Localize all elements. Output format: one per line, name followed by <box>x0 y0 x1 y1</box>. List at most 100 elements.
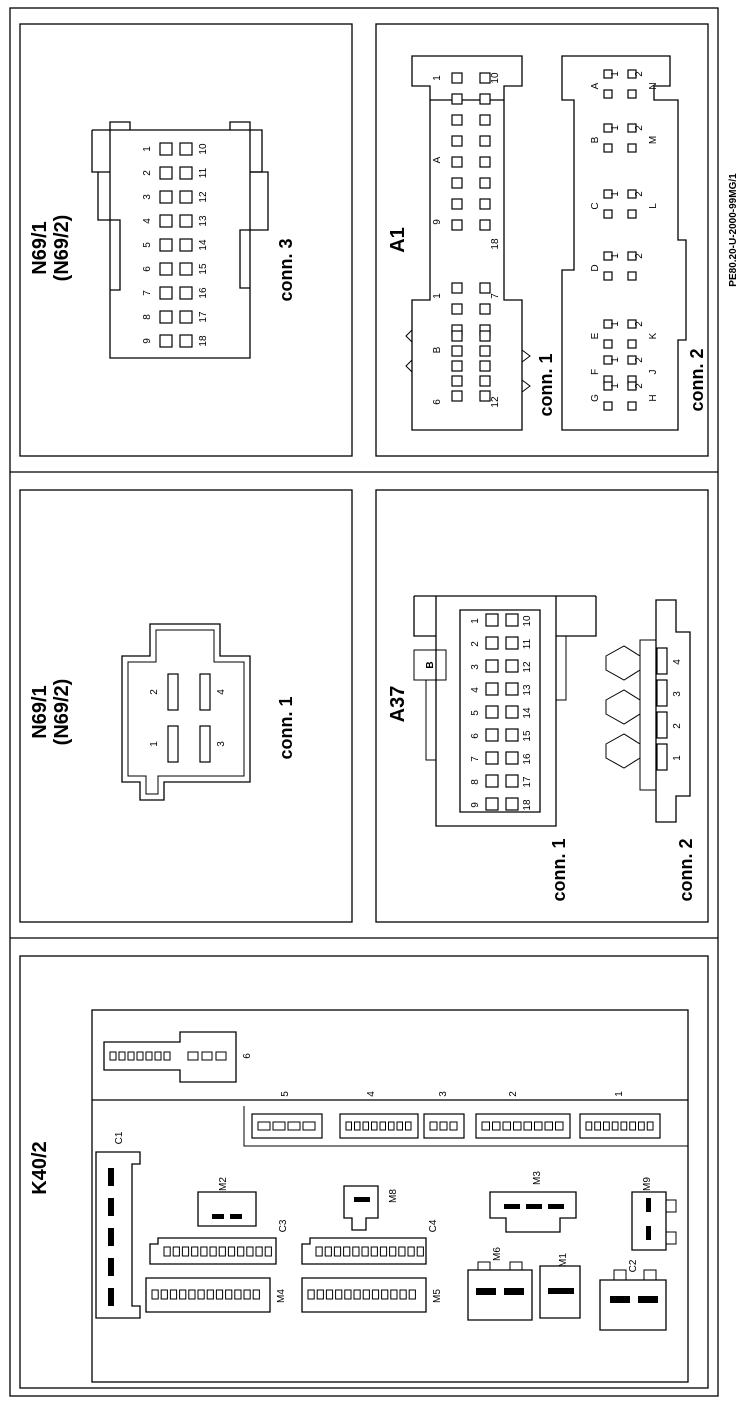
socket-pin <box>145 1051 153 1061</box>
pin-socket <box>603 189 613 199</box>
socket-pin <box>136 1051 144 1061</box>
pin-label: 3 <box>142 194 153 200</box>
socket-pin <box>206 1289 214 1300</box>
a37-marker: B <box>425 661 436 668</box>
pin-label: 4 <box>142 218 153 224</box>
pin-socket <box>603 319 613 329</box>
k40-title: K40/2 <box>29 1141 51 1194</box>
a37-conn1-label: conn. 1 <box>549 838 569 901</box>
pin-socket <box>485 728 499 742</box>
socket-pin <box>188 1289 196 1300</box>
socket-pin <box>603 1121 610 1131</box>
socket-pin <box>481 1121 490 1131</box>
socket-pin <box>109 1051 117 1061</box>
group-label: N <box>648 82 659 89</box>
pin-socket <box>627 143 637 153</box>
pin-socket <box>451 156 463 168</box>
socket-pin <box>534 1121 543 1131</box>
socket-pin <box>237 1246 245 1257</box>
pin-label: B <box>432 346 443 353</box>
socket-pin <box>127 1051 135 1061</box>
socket-pin <box>246 1246 254 1257</box>
k40-m5-label: M5 <box>432 1289 443 1303</box>
pin-label: 2 <box>634 253 645 259</box>
group-label: A <box>590 82 601 89</box>
pin-socket <box>479 219 491 231</box>
pin-socket <box>627 189 637 199</box>
pin-socket <box>603 381 613 391</box>
socket-pin <box>362 1289 370 1300</box>
pin-socket <box>451 330 463 342</box>
pin-label: 11 <box>198 167 209 178</box>
socket-housing <box>251 1113 323 1139</box>
pin-label: 1 <box>610 71 621 77</box>
pin-label: 1 <box>432 293 443 299</box>
n69-conn1-title: N69/1 <box>29 685 51 738</box>
a1-title: A1 <box>387 227 409 253</box>
socket-pin <box>163 1051 171 1061</box>
pin-socket <box>179 334 193 348</box>
pin-socket <box>451 93 463 105</box>
pin-socket <box>656 711 668 739</box>
k40-c1-label: C1 <box>114 1131 125 1144</box>
pin-label: 2 <box>634 71 645 77</box>
pin-label: 1 <box>610 253 621 259</box>
pin-socket <box>479 72 491 84</box>
n69-conn3-subtitle: (N69/2) <box>51 215 73 282</box>
pin-label: 1 <box>470 618 481 624</box>
pin-socket <box>505 613 519 627</box>
socket-pin <box>646 1121 654 1131</box>
socket-pin <box>151 1289 159 1300</box>
pin-label: 2 <box>142 170 153 176</box>
pin-socket <box>479 360 491 372</box>
pin-socket <box>451 72 463 84</box>
pin-socket <box>159 334 173 348</box>
k40-m4-label: M4 <box>276 1289 287 1303</box>
pin-label: 17 <box>522 776 533 788</box>
a1-conn2-label: conn. 2 <box>687 348 707 411</box>
socket-pin <box>227 1246 236 1257</box>
pin-label: 7 <box>142 290 153 296</box>
k40-c2-label: C2 <box>628 1259 639 1272</box>
socket-pin <box>252 1289 260 1300</box>
socket-pin <box>502 1121 511 1131</box>
k40-c4-label: C4 <box>428 1219 439 1232</box>
pin-socket <box>451 360 463 372</box>
pin-socket <box>505 636 519 650</box>
pin-socket <box>603 123 613 133</box>
pin-label: 18 <box>198 335 209 347</box>
k40-socket-2: 2 <box>508 1091 519 1097</box>
socket-pin <box>399 1289 407 1300</box>
pin-socket <box>179 166 193 180</box>
n69-conn1-pin-1: 1 <box>149 741 160 747</box>
k40-m6-label: M6 <box>492 1247 503 1261</box>
socket-pin <box>225 1289 233 1300</box>
pin-label: 12 <box>198 191 209 203</box>
pin-socket <box>451 177 463 189</box>
pin-label: 3 <box>672 691 683 697</box>
socket-pin <box>264 1246 272 1257</box>
pin-socket <box>451 198 463 210</box>
pin-socket <box>479 114 491 126</box>
pin-socket <box>479 156 491 168</box>
pin-socket <box>159 214 173 228</box>
pin-socket <box>451 219 463 231</box>
socket-pin <box>324 1246 332 1257</box>
socket-pin <box>343 1246 351 1257</box>
pin-label: 18 <box>490 238 501 250</box>
pin-socket <box>485 797 499 811</box>
pin-socket <box>479 345 491 357</box>
socket-pin <box>429 1121 438 1131</box>
a37-conn2-label: conn. 2 <box>676 838 696 901</box>
pin-socket <box>159 286 173 300</box>
pin-socket <box>159 310 173 324</box>
pin-label: 12 <box>522 661 533 673</box>
pin-socket <box>179 286 193 300</box>
socket-pin <box>302 1121 316 1131</box>
socket-housing <box>475 1113 571 1139</box>
pin-socket <box>485 682 499 696</box>
pin-label: 2 <box>672 723 683 729</box>
pin-socket <box>505 728 519 742</box>
socket-pin <box>333 1246 342 1257</box>
